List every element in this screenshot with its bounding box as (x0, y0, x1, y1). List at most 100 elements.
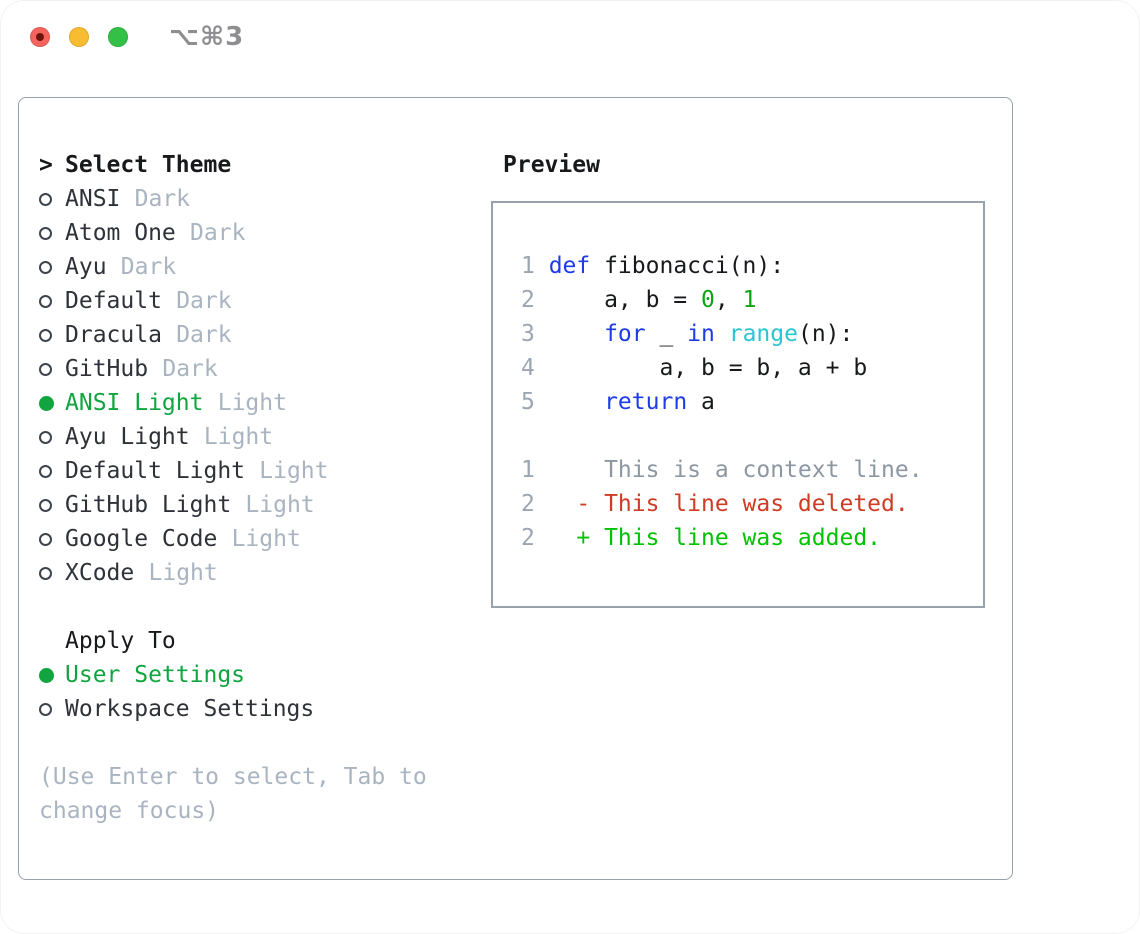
code-line: 3 for _ in range(n): (521, 317, 983, 351)
radio-icon (39, 430, 52, 444)
radio-icon (39, 260, 52, 274)
select-theme-title: Select Theme (65, 152, 232, 178)
line-number: 2 (521, 491, 535, 517)
gap (39, 590, 427, 624)
code-token: range (728, 321, 798, 347)
code-token: in (687, 321, 715, 347)
apply-to-header: Apply To (39, 624, 427, 658)
gap (521, 419, 983, 453)
theme-name: GitHub (65, 356, 149, 382)
diff-text: + This line was added. (548, 525, 882, 551)
select-theme-header: > Select Theme (39, 148, 427, 182)
code-token: for (604, 321, 646, 347)
theme-variant-tag: Light (231, 526, 301, 552)
theme-name: Default (65, 288, 162, 314)
theme-name: ANSI Light (65, 390, 204, 416)
apply-option-label: Workspace Settings (65, 696, 315, 722)
minimize-button[interactable] (69, 27, 89, 47)
theme-variant-tag: Dark (162, 356, 218, 382)
diff-line-deleted: 2 - This line was deleted. (521, 487, 983, 521)
theme-variant-tag: Light (259, 458, 329, 484)
code-token (549, 385, 604, 419)
theme-option-google-code[interactable]: Google Code Light (39, 522, 427, 556)
code-line: 1 def fibonacci(n): (521, 249, 983, 283)
theme-name: ANSI (65, 186, 121, 212)
theme-name: Dracula (65, 322, 162, 348)
preview-header: Preview (503, 148, 600, 182)
theme-variant-tag: Dark (176, 288, 232, 314)
line-number: 3 (521, 321, 535, 347)
theme-variant-tag: Dark (176, 322, 232, 348)
code-line: 2 a, b = 0, 1 (521, 283, 983, 317)
line-number: 1 (521, 253, 535, 279)
diff-line-added: 2 + This line was added. (521, 521, 983, 555)
radio-selected-icon (39, 395, 54, 411)
apply-to-title: Apply To (65, 628, 176, 654)
theme-variant-tag: Dark (120, 254, 177, 280)
line-number: 2 (521, 287, 535, 313)
theme-variant-tag: Light (217, 390, 287, 416)
theme-variant-tag: Dark (190, 220, 246, 246)
code-token (549, 317, 604, 351)
code-token: return (604, 389, 688, 415)
titlebar: ⌥⌘3 (30, 22, 244, 52)
theme-variant-tag: Light (245, 492, 315, 518)
theme-option-ayu[interactable]: Ayu Dark (39, 250, 427, 284)
apply-option-workspace-settings[interactable]: Workspace Settings (39, 692, 427, 726)
radio-icon (39, 498, 52, 512)
window-title: ⌥⌘3 (169, 22, 245, 52)
radio-icon (39, 362, 52, 376)
theme-name: Ayu (65, 254, 107, 280)
radio-icon (39, 464, 52, 478)
radio-icon (39, 192, 52, 206)
code-token: def (548, 253, 591, 279)
theme-option-default[interactable]: Default Dark (39, 284, 427, 318)
code-token: a, b = (548, 287, 702, 313)
apply-option-label: User Settings (65, 662, 246, 688)
code-token: , (714, 287, 743, 313)
code-token: fibonacci(n): (590, 253, 785, 279)
radio-icon (39, 226, 52, 240)
theme-option-default-light[interactable]: Default Light Light (39, 454, 427, 488)
line-number: 1 (521, 457, 535, 483)
theme-name: Google Code (65, 526, 218, 552)
help-text: (Use Enter to select, Tab to change focu… (39, 760, 427, 828)
theme-option-ansi[interactable]: ANSI Dark (39, 182, 427, 216)
theme-variant-tag: Light (203, 424, 274, 450)
zoom-button[interactable] (108, 27, 128, 47)
theme-option-github[interactable]: GitHub Dark (39, 352, 427, 386)
radio-icon (39, 702, 52, 716)
code-line: 4 a, b = b, a + b (521, 351, 983, 385)
radio-icon (39, 294, 52, 308)
theme-name: Default Light (65, 458, 246, 484)
diff-text: This is a context line. (548, 457, 923, 483)
radio-icon (39, 566, 52, 580)
prompt-icon: > (39, 152, 53, 178)
close-button[interactable] (30, 27, 50, 47)
theme-variant-tag: Dark (134, 186, 191, 212)
line-number: 5 (521, 389, 535, 415)
radio-icon (39, 532, 52, 546)
theme-option-dracula[interactable]: Dracula Dark (39, 318, 427, 352)
code-token: a, b = b, a + b (548, 355, 868, 381)
diff-text: - This line was deleted. (548, 491, 909, 517)
apply-option-user-settings[interactable]: User Settings (39, 658, 427, 692)
preview-title: Preview (503, 152, 600, 178)
diff-line-context: 1 This is a context line. (521, 453, 983, 487)
radio-selected-icon (39, 667, 54, 683)
theme-option-ansi-light[interactable]: ANSI Light Light (39, 386, 427, 420)
help-line-2: change focus) (39, 798, 220, 824)
line-number: 4 (521, 355, 535, 381)
radio-icon (39, 328, 52, 342)
code-line: 5 return a (521, 385, 983, 419)
